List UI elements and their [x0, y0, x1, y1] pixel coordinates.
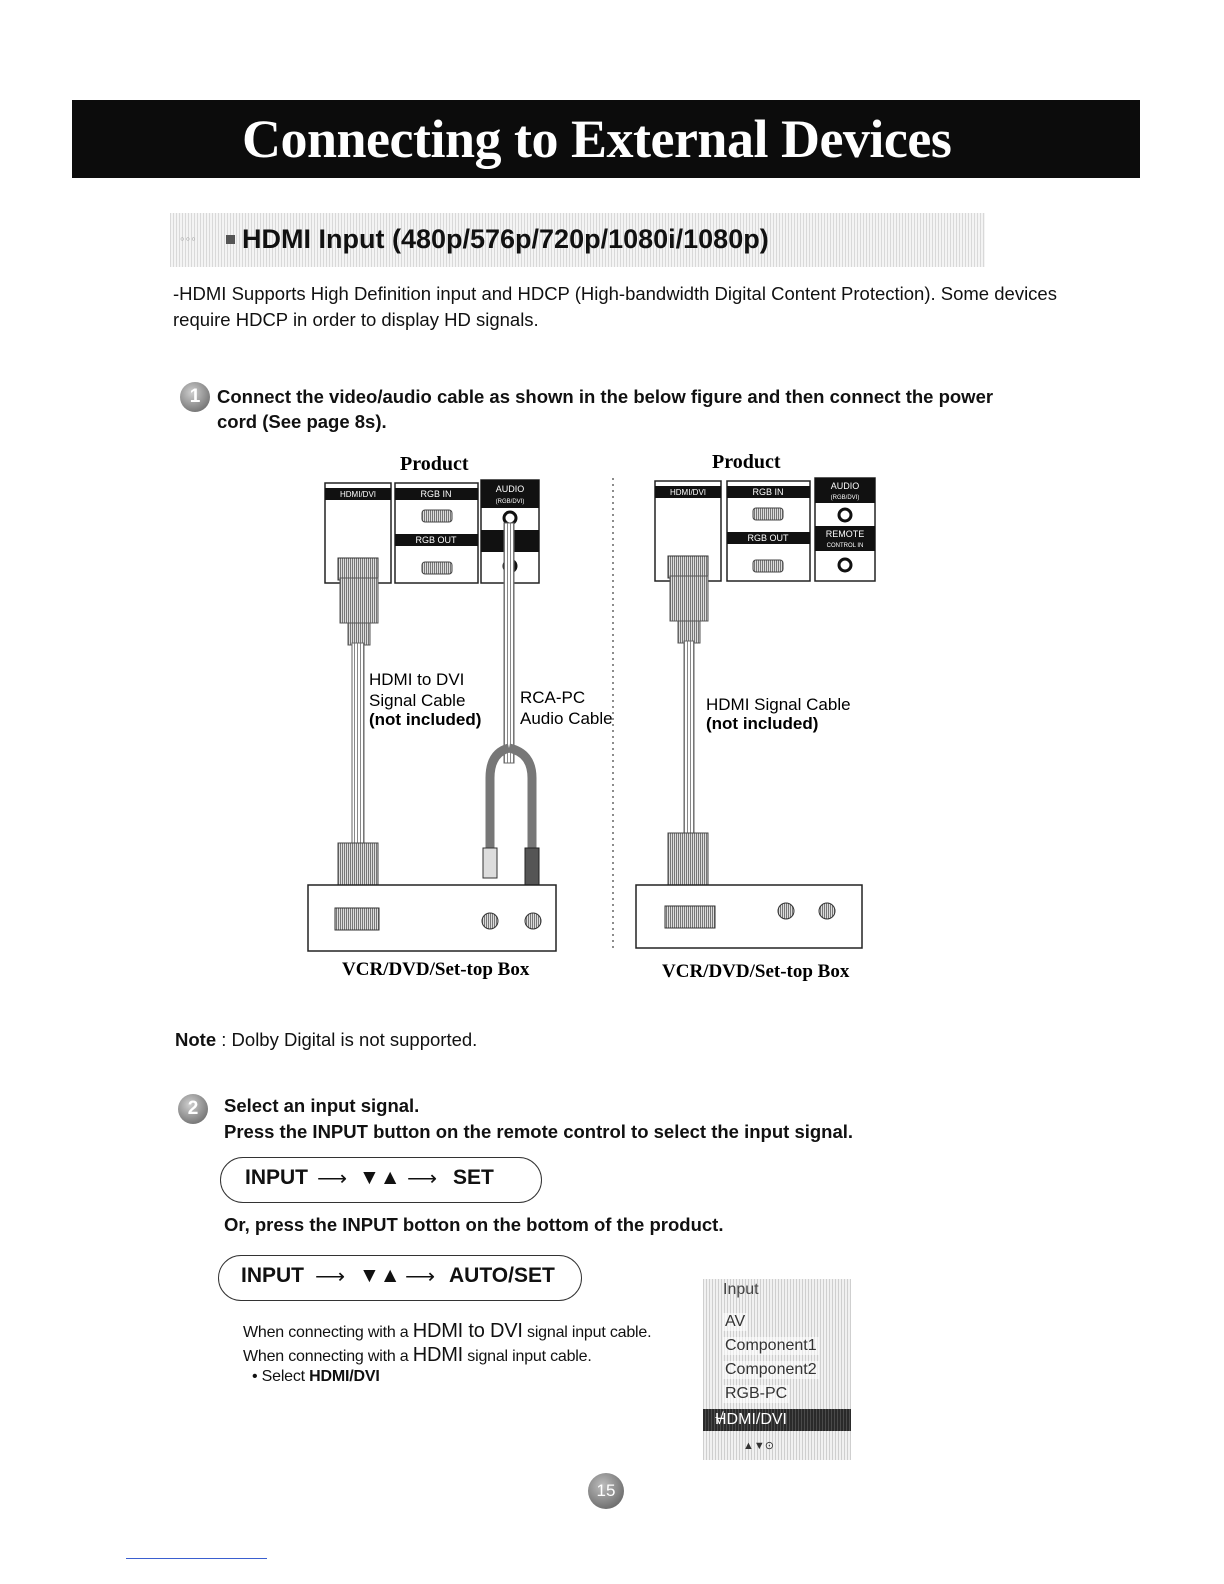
intro-text: -HDMI Supports High Definition input and…: [173, 283, 1057, 330]
cable-label-hdmi-1: HDMI Signal Cable: [706, 695, 851, 714]
port-label-audio: AUDIO: [496, 484, 525, 494]
note-label: Note: [175, 1029, 217, 1050]
device-label-left: VCR/DVD/Set-top Box: [342, 959, 530, 980]
sub-note-2-pre: When connecting with a: [243, 1348, 413, 1365]
cable-label-hdmi-2: (not included): [706, 714, 818, 733]
down-up-arrows-icon: ▼▲: [359, 1264, 401, 1287]
check-icon: √: [715, 1411, 724, 1428]
menu-item-selected: √HDMI/DVI: [703, 1409, 851, 1431]
port-label-audio-right: AUDIO: [831, 481, 860, 491]
sub-note-2-big: HDMI: [412, 1344, 464, 1366]
bullet-square-icon: [226, 235, 235, 244]
menu-item-hdmi-dvi: HDMI/DVI: [715, 1411, 787, 1428]
page-number: 15: [588, 1473, 624, 1509]
sub-note-2: When connecting with a HDMI signal input…: [243, 1344, 592, 1367]
menu-item-av: AV: [723, 1313, 748, 1331]
port-label-rgb-in-right: RGB IN: [752, 487, 783, 497]
arrow-right-icon: ⟶: [407, 1167, 438, 1190]
decorative-dots-icon: ◦◦◦: [180, 231, 197, 246]
remote-sequence-box: INPUT ⟶ ▼▲ ⟶ SET: [220, 1157, 542, 1203]
seq2-input: INPUT: [241, 1264, 304, 1287]
arrow-right-icon: ⟶: [315, 1265, 346, 1288]
section-header: ◦◦◦ HDMI Input (480p/576p/720p/1080i/108…: [170, 213, 985, 267]
arrow-right-icon: ⟶: [317, 1167, 348, 1190]
menu-item-component2: Component2: [723, 1361, 819, 1379]
sub-note-3: • Select HDMI/DVI: [252, 1368, 380, 1386]
input-menu-header: Input: [723, 1281, 759, 1298]
header-banner: Connecting to External Devices: [72, 100, 1140, 178]
port-label-rgb-out-right: RGB OUT: [747, 533, 789, 543]
step-2-heading: Select an input signal.: [224, 1095, 420, 1116]
sub-note-1-pre: When connecting with a: [243, 1324, 413, 1341]
product-panel-right: HDMI/DVI RGB IN RGB OUT AUDIO (RGB/DVI) …: [654, 477, 876, 582]
product-label-left: Product: [400, 453, 469, 475]
seq2-autoset: AUTO/SET: [449, 1264, 555, 1287]
port-label-hdmi-dvi: HDMI/DVI: [340, 490, 376, 499]
sub-note-1: When connecting with a HDMI to DVI signa…: [243, 1320, 652, 1343]
sub-note-1-post: signal input cable.: [522, 1324, 652, 1341]
step-1-badge: 1: [180, 382, 210, 412]
menu-nav-icons: ▲▼⊙: [743, 1440, 774, 1452]
seq1-set: SET: [453, 1166, 494, 1189]
connection-diagram: Product HDMI/DVI RGB IN RGB OUT AUDIO (R…: [307, 451, 876, 982]
sub-note-3-bold: HDMI/DVI: [309, 1368, 380, 1385]
sub-note-3-pre: • Select: [252, 1368, 310, 1385]
device-box-left: [307, 884, 557, 952]
seq1-input: INPUT: [245, 1166, 308, 1189]
port-label-audio-sub: (RGB/DVI): [496, 499, 525, 505]
cable-label-hdmi-dvi-2: Signal Cable: [369, 691, 465, 710]
port-label-rgb-out: RGB OUT: [415, 535, 457, 545]
step-2-badge: 2: [178, 1094, 208, 1124]
menu-item-rgb-pc: RGB-PC: [723, 1385, 790, 1403]
footer-line: [126, 1558, 267, 1559]
page-title: Connecting to External Devices: [242, 109, 952, 169]
down-up-arrows-icon: ▼▲: [359, 1166, 401, 1189]
cable-label-rca-1: RCA-PC: [520, 688, 585, 707]
product-sequence-box: INPUT ⟶ ▼▲ ⟶ AUTO/SET: [218, 1255, 582, 1301]
port-label-audio-sub-right: (RGB/DVI): [831, 495, 860, 501]
port-label-rgb-in: RGB IN: [420, 489, 451, 499]
cable-label-hdmi-dvi-1: HDMI to DVI: [369, 670, 464, 689]
note-text: : Dolby Digital is not supported.: [216, 1029, 478, 1050]
device-box-right: [635, 884, 863, 949]
cable-label-rca-2: Audio Cable: [520, 709, 613, 728]
port-label-hdmi-dvi-right: HDMI/DVI: [670, 488, 706, 497]
note: Note : Dolby Digital is not supported.: [175, 1029, 477, 1051]
sub-note-2-post: signal input cable.: [463, 1348, 592, 1365]
arrow-right-icon: ⟶: [405, 1265, 436, 1288]
cable-hdmi-dvi-left: [337, 577, 379, 894]
cable-hdmi-right: [667, 575, 709, 894]
sub-note-1-big: HDMI to DVI: [412, 1320, 523, 1342]
product-panel-left: HDMI/DVI RGB IN RGB OUT AUDIO (RGB/DVI): [324, 479, 540, 584]
port-label-remote-sub: CONTROL IN: [827, 543, 864, 549]
section-title: HDMI Input (480p/576p/720p/1080i/1080p): [242, 224, 769, 254]
menu-item-component1: Component1: [723, 1337, 819, 1355]
port-label-remote: REMOTE: [826, 529, 865, 539]
step-2-instruction: Press the INPUT button on the remote con…: [224, 1121, 854, 1142]
cable-rca-audio-left: [482, 522, 540, 889]
cable-label-hdmi-dvi-3: (not included): [369, 710, 481, 729]
device-label-right: VCR/DVD/Set-top Box: [662, 961, 850, 982]
product-label-right: Product: [712, 451, 781, 473]
step-1-text: Connect the video/audio cable as shown i…: [217, 386, 994, 432]
alternative-instruction: Or, press the INPUT botton on the bottom…: [224, 1214, 724, 1235]
input-menu: Input AV Component1 Component2 RGB-PC √H…: [703, 1279, 851, 1460]
